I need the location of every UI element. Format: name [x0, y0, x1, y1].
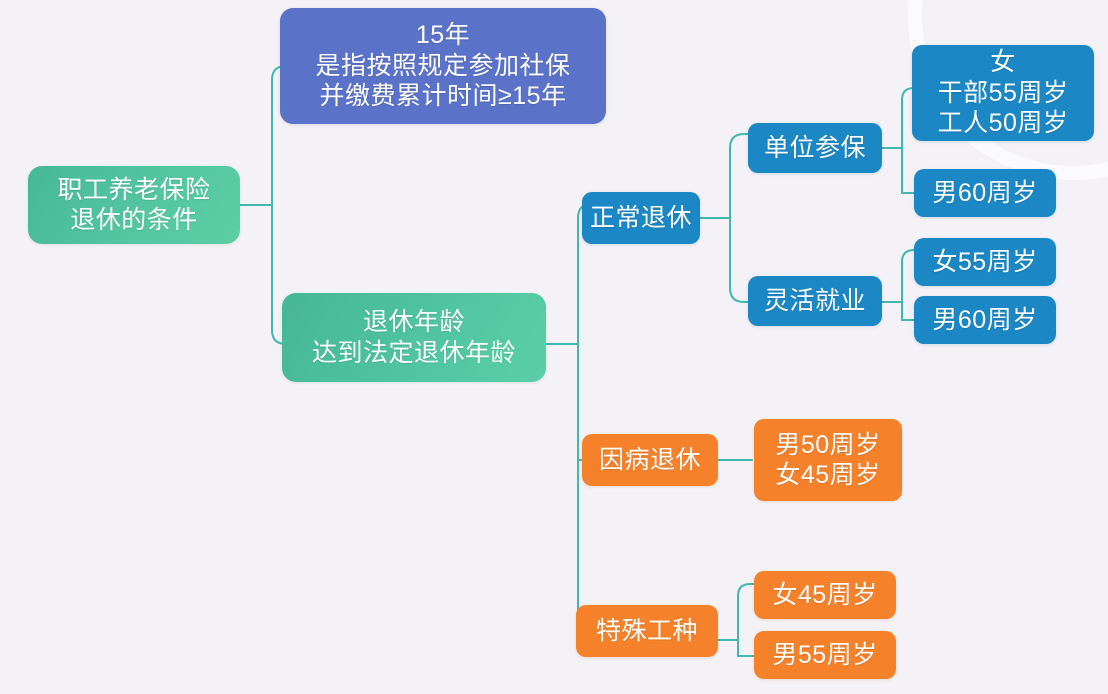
- node-employer-female-ages[interactable]: 女 干部55周岁 工人50周岁: [912, 45, 1094, 141]
- node-root[interactable]: 职工养老保险 退休的条件: [28, 166, 240, 244]
- node-employer-insured[interactable]: 单位参保: [748, 123, 882, 173]
- node-retirement-age[interactable]: 退休年龄 达到法定退休年龄: [282, 293, 546, 382]
- node-employer-male-age[interactable]: 男60周岁: [914, 169, 1056, 217]
- node-special-work[interactable]: 特殊工种: [576, 605, 718, 657]
- node-flexible-employment[interactable]: 灵活就业: [748, 276, 882, 326]
- node-illness-retirement[interactable]: 因病退休: [582, 434, 718, 486]
- node-special-female-age[interactable]: 女45周岁: [754, 571, 896, 619]
- node-15-years[interactable]: 15年 是指按照规定参加社保 并缴费累计时间≥15年: [280, 8, 606, 124]
- node-special-male-age[interactable]: 男55周岁: [754, 631, 896, 679]
- node-normal-retirement[interactable]: 正常退休: [582, 192, 700, 244]
- node-flexible-male-age[interactable]: 男60周岁: [914, 296, 1056, 344]
- node-illness-ages[interactable]: 男50周岁 女45周岁: [754, 419, 902, 501]
- node-flexible-female-age[interactable]: 女55周岁: [914, 238, 1056, 286]
